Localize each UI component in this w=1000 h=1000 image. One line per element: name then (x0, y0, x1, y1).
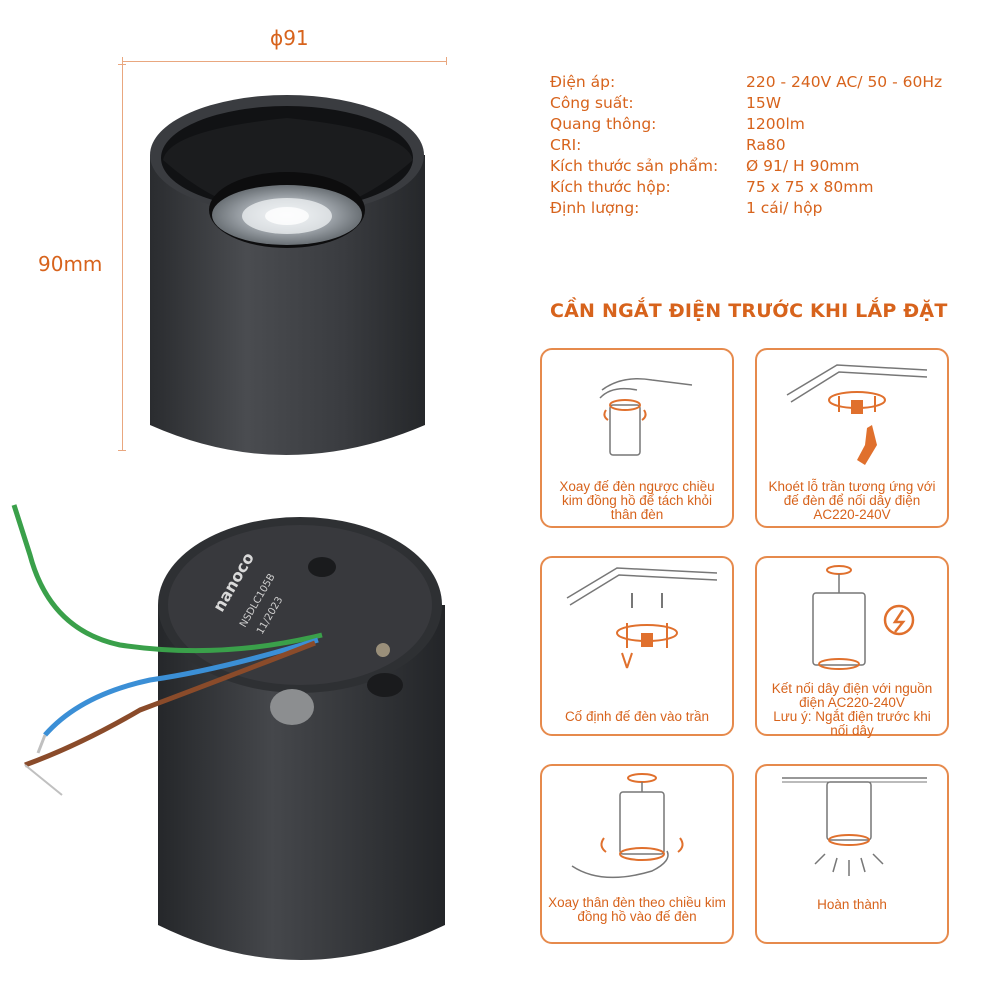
spec-label: Kích thước sản phẩm: (550, 157, 719, 175)
spec-value: 1 cái/ hộp (746, 199, 823, 217)
spec-label: Quang thông: (550, 115, 657, 133)
step-card-4: Kết nối dây điện với nguồn điện AC220-24… (755, 556, 949, 738)
diameter-label: ϕ91 (270, 26, 309, 50)
spec-value: 220 - 240V AC/ 50 - 60Hz (746, 73, 943, 91)
finished-light-icon (782, 777, 927, 876)
warning-title: CẦN NGẮT ĐIỆN TRƯỚC KHI LẮP ĐẶT (550, 300, 948, 322)
connect-wire-icon (812, 565, 915, 670)
step-text: Xoay thân đèn theo chiều kim đồng hồ vào… (548, 895, 726, 924)
downlight-back-image: nanoco NSDLC105B 11/2023 (11, 504, 445, 960)
spec-label: Công suất: (550, 94, 634, 112)
step-text: Xoay đế đèn ngược chiều kim đồng hồ để t… (559, 479, 715, 522)
height-line (122, 64, 123, 450)
spec-table: Điện áp: 220 - 240V AC/ 50 - 60Hz Công su… (550, 72, 990, 219)
spec-row: Quang thông: 1200lm (550, 114, 990, 135)
diameter-tick-left (122, 57, 123, 65)
step-card-6: Hoàn thành (755, 764, 949, 944)
spec-row: Kích thước sản phẩm: Ø 91/ H 90mm (550, 156, 990, 177)
diameter-tick-right (446, 57, 447, 65)
spec-row: Công suất: 15W (550, 93, 990, 114)
spec-label: Điện áp: (550, 73, 616, 91)
step-card-3: Cố định đế đèn vào trần (540, 556, 734, 736)
spec-value: 75 x 75 x 80mm (746, 178, 874, 196)
spec-row: Điện áp: 220 - 240V AC/ 50 - 60Hz (550, 72, 990, 93)
diameter-line (122, 61, 447, 62)
spec-value: Ø 91/ H 90mm (746, 157, 860, 175)
step-text: Khoét lỗ trần tương ứng với đế đèn để nố… (768, 479, 936, 522)
step-text: Kết nối dây điện với nguồn điện AC220-24… (771, 681, 933, 738)
step-text: Cố định đế đèn vào trần (564, 709, 710, 724)
spec-label: CRI: (550, 136, 582, 154)
downlight-front-image (150, 95, 425, 455)
spec-row: Kích thước hộp: 75 x 75 x 80mm (550, 177, 990, 198)
spec-row: CRI: Ra80 (550, 135, 990, 156)
spec-label: Kích thước hộp: (550, 178, 671, 196)
height-tick-top (118, 64, 126, 65)
step-card-1: Xoay đế đèn ngược chiều kim đồng hồ để t… (540, 348, 734, 528)
height-label: 90mm (38, 252, 103, 276)
spec-value: 15W (746, 94, 782, 112)
spec-value: Ra80 (746, 136, 786, 154)
step-card-2: Khoét lỗ trần tương ứng với đế đèn để nố… (755, 348, 949, 528)
drill-ceiling-icon (786, 364, 928, 465)
attach-body-icon (571, 773, 684, 879)
spec-value: 1200lm (746, 115, 805, 133)
screw-base-icon (566, 567, 718, 669)
rotate-base-icon (599, 378, 693, 456)
step-text: Hoàn thành (817, 897, 887, 912)
spec-label: Định lượng: (550, 199, 640, 217)
height-tick-bottom (118, 450, 126, 451)
step-card-5: Xoay thân đèn theo chiều kim đồng hồ vào… (540, 764, 734, 944)
spec-row: Định lượng: 1 cái/ hộp (550, 198, 990, 219)
